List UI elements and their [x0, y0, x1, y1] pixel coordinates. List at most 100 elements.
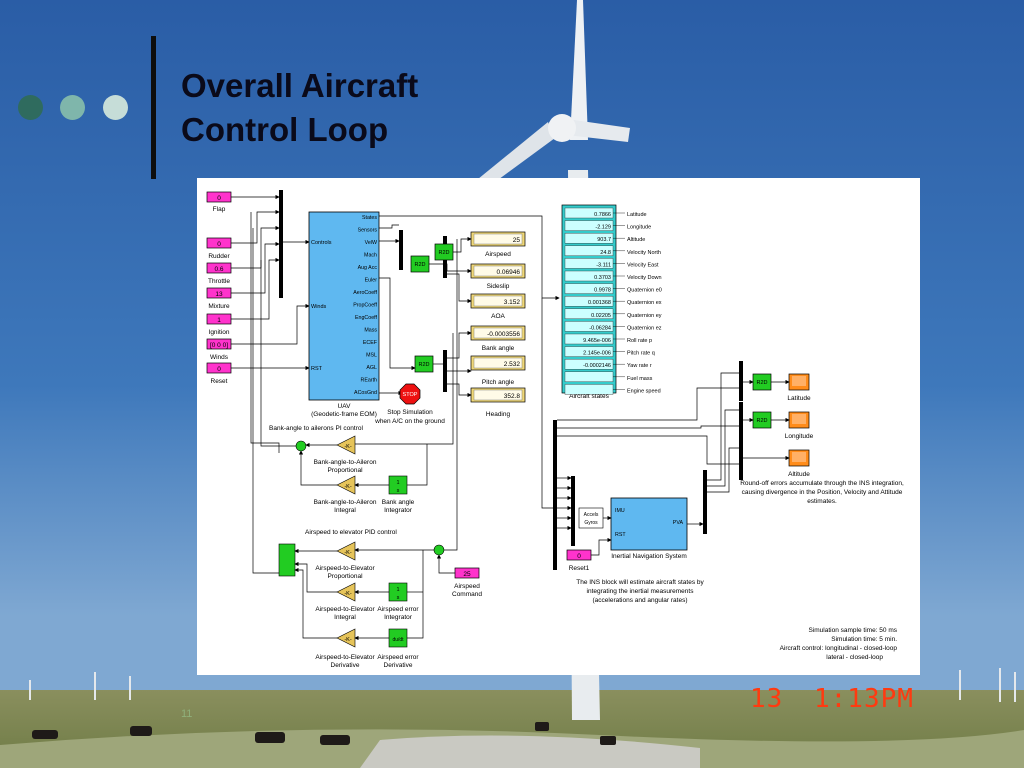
display-value: 352.8 [504, 393, 521, 400]
uav-out-acosgnd: ACosGnd [354, 390, 377, 396]
sum-airspeed[interactable] [433, 544, 445, 556]
input-label: Reset1 [569, 565, 590, 572]
derivative-airspeed[interactable]: du/dt Airspeed error Derivative [377, 628, 419, 669]
state-value: 0.7866 [594, 212, 611, 218]
stop-caption-line1: Stop Simulation [387, 409, 433, 416]
sim-info-line3: Aircraft control: longitudinal - closed-… [780, 645, 898, 652]
state-name: Quaternion ey [627, 313, 662, 319]
derivative-label-line2: Derivative [384, 662, 413, 669]
display-pitch-angle[interactable]: 2.532 Pitch angle [470, 355, 526, 386]
gain-label-line2: Proportional [327, 573, 363, 580]
camera-date-stamp: 13 [750, 684, 784, 714]
display-sideslip[interactable]: 0.06946 Sideslip [470, 263, 526, 290]
r2d-latitude[interactable]: R2D [752, 373, 772, 391]
sim-info-line1: Simulation sample time: 50 ms [808, 627, 897, 634]
input-blocks: 0 Flap 0 Rudder 0.6 Throttle 13 Mixture … [206, 191, 232, 385]
ins-mux-label1: Accels [584, 512, 599, 518]
gain-airspeed-proportional[interactable]: -K- Airspeed-to-Elevator Proportional [315, 541, 375, 580]
elevator-mux[interactable] [278, 543, 296, 577]
input-ignition[interactable]: 1 Ignition [206, 313, 232, 336]
command-label-line1: Airspeed [454, 583, 480, 590]
r2d-label: R2D [414, 262, 425, 268]
gain-symbol: -K- [344, 444, 352, 450]
integrator-den: s [397, 595, 400, 601]
input-value: 0 [577, 553, 581, 560]
command-label-line2: Command [452, 591, 482, 598]
state-value: -2.129 [595, 225, 611, 231]
input-winds[interactable]: [0 0 0] Winds [206, 338, 232, 361]
r2d-block-2[interactable]: R2D [410, 255, 430, 273]
gain-airspeed-derivative[interactable]: -K- Airspeed-to-Elevator Derivative [315, 628, 375, 669]
display-bank-angle[interactable]: -0.0003556 Bank angle [470, 325, 526, 352]
r2d-longitude[interactable]: R2D [752, 411, 772, 429]
scope-label: Latitude [787, 395, 811, 402]
gain-bank-integral[interactable]: -K- Bank-angle-to-Aileron Integral [314, 475, 377, 514]
airspeed-pid-title: Airspeed to elevator PID control [305, 529, 397, 536]
slide-title: Overall Aircraft Control Loop [181, 64, 418, 152]
uav-port-winds: Winds [311, 304, 327, 310]
longitude-mux[interactable] [739, 402, 743, 442]
sensor-mux[interactable] [399, 230, 403, 270]
ins-port-pva: PVA [673, 520, 684, 526]
integrator-num: 1 [396, 587, 399, 593]
integrator-airspeed[interactable]: 1 s Airspeed error Integrator [377, 582, 419, 621]
uav-out-sensors: Sensors [358, 228, 378, 234]
gain-symbol: -K- [344, 484, 352, 490]
display-value: -0.0003556 [487, 331, 520, 338]
gain-label-line1: Bank-angle-to-Aileron [314, 499, 377, 506]
input-value: 1 [217, 317, 221, 324]
display-aoa[interactable]: 3.152 AOA [470, 293, 526, 320]
uav-out-augacc: Aug Acc [358, 265, 378, 271]
state-value: 903.7 [597, 237, 611, 243]
gain-label-line1: Airspeed-to-Elevator [315, 654, 375, 661]
gain-label-line1: Bank-angle-to-Aileron [314, 459, 377, 466]
input-mixture[interactable]: 13 Mixture [206, 287, 232, 310]
integrator-bank[interactable]: 1 s Bank angle Integrator [382, 475, 415, 514]
euler-mux[interactable] [443, 350, 447, 392]
input-rudder[interactable]: 0 Rudder [206, 237, 232, 260]
stop-simulation-block[interactable]: STOP Stop Simulation when A/C on the gro… [374, 383, 445, 425]
state-cell [564, 384, 614, 395]
airspeed-command[interactable]: 25 Airspeed Command [452, 567, 482, 598]
r2d-block-3[interactable]: R2D [414, 355, 434, 373]
state-name: Fuel mass [627, 376, 653, 382]
uav-out-aerocoeff: AeroCoeff [353, 290, 377, 296]
input-reset1[interactable]: 0 Reset1 [566, 549, 592, 572]
gain-bank-proportional[interactable]: -K- Bank-angle-to-Aileron Proportional [314, 435, 377, 474]
uav-block[interactable]: Controls Winds RST States Sensors VelW M… [308, 211, 380, 418]
controls-mux[interactable] [279, 190, 283, 298]
input-throttle[interactable]: 0.6 Throttle [206, 262, 232, 285]
display-value: 3.152 [504, 299, 521, 306]
display-heading[interactable]: 352.8 Heading [470, 387, 526, 418]
input-value: 0 [217, 241, 221, 248]
pva-demux[interactable] [703, 470, 707, 534]
state-value: 24.8 [600, 250, 611, 256]
stop-label: STOP [403, 392, 418, 398]
scope-altitude[interactable]: Altitude [788, 449, 810, 478]
display-label: Heading [486, 411, 511, 418]
r2d-block-1[interactable]: R2D [434, 243, 454, 261]
states-demux[interactable] [553, 420, 557, 570]
ins-note-line3: estimates. [807, 498, 837, 505]
ins-accels-gyros-mux[interactable]: Accels Gyros [578, 507, 604, 529]
input-label: Rudder [208, 253, 230, 260]
ins-block[interactable]: IMU RST PVA Inertial Navigation System [610, 497, 688, 560]
latitude-mux[interactable] [739, 361, 743, 401]
ins-mux[interactable] [571, 476, 575, 546]
scope-longitude[interactable]: Longitude [785, 411, 814, 440]
sum-bank[interactable] [295, 440, 307, 452]
input-label: Mixture [208, 303, 230, 310]
gain-label-line1: Airspeed-to-Elevator [315, 606, 375, 613]
state-name: Pitch rate q [627, 351, 655, 357]
altitude-mux[interactable] [739, 440, 743, 480]
display-airspeed[interactable]: 25 Airspeed [470, 231, 526, 258]
scope-latitude[interactable]: Latitude [787, 373, 811, 402]
input-reset[interactable]: 0 Reset [206, 362, 232, 385]
gain-label-line2: Proportional [327, 467, 363, 474]
input-flap[interactable]: 0 Flap [206, 191, 232, 213]
gain-airspeed-integral[interactable]: -K- Airspeed-to-Elevator Integral [315, 582, 375, 621]
state-name: Quaternion ex [627, 300, 662, 306]
display-value: 0.06946 [497, 269, 521, 276]
uav-label-line2: (Geodetic-frame EOM) [311, 411, 377, 418]
state-value: 0.3703 [594, 275, 611, 281]
